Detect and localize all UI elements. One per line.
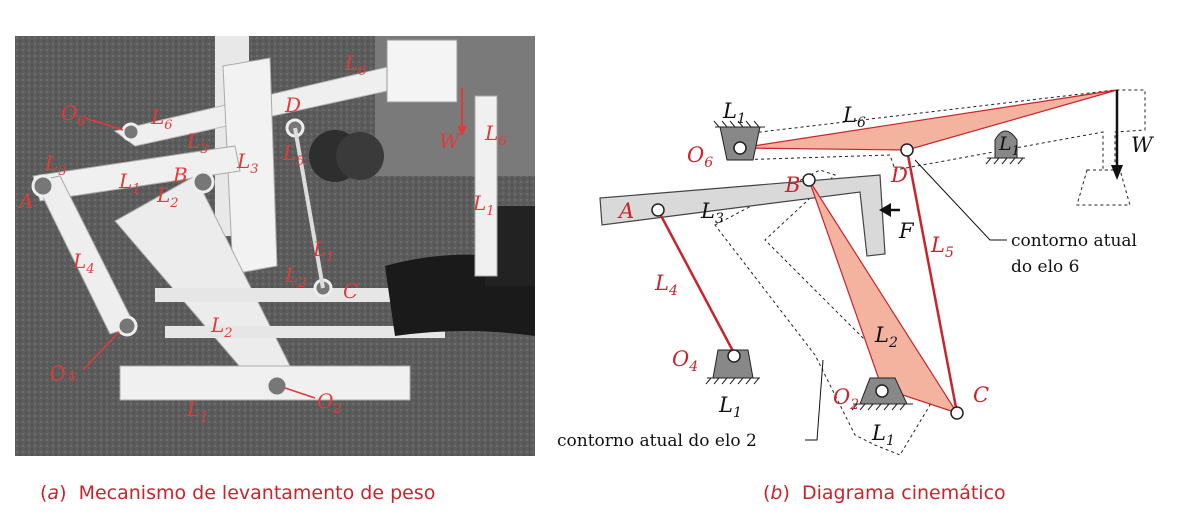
diagram-label-L1-b: L1 bbox=[871, 421, 895, 449]
photo-label-C: C bbox=[343, 279, 358, 303]
photo-label-L1-bottom: L1 bbox=[186, 397, 209, 425]
photo-label-L2-b: L2 bbox=[284, 263, 307, 291]
photo-label-L3-left: L3 bbox=[44, 151, 67, 179]
ground-O4 bbox=[705, 349, 760, 385]
link-6-actual-outline bbox=[734, 89, 1146, 171]
photo-label-L2-c: L2 bbox=[210, 313, 233, 341]
photo-label-L1-a: L1 bbox=[118, 169, 141, 197]
note-link-6-line1: contorno atual bbox=[1011, 231, 1137, 251]
photo-link-5-rod bbox=[293, 127, 325, 289]
caption-a-text: Mecanismo de levantamento de peso bbox=[78, 482, 436, 504]
link-5 bbox=[905, 149, 959, 414]
note-link-6-line2: do elo 6 bbox=[1011, 257, 1079, 277]
note-link-2: contorno atual do elo 2 bbox=[557, 431, 757, 451]
diagram-label-A: A bbox=[617, 199, 634, 223]
photo-pivot-B bbox=[191, 170, 215, 194]
photo-label-O2: O2 bbox=[317, 389, 342, 417]
photo-label-W: W bbox=[439, 129, 461, 153]
diagram-label-O2: O2 bbox=[833, 385, 859, 413]
photo-weight-plate bbox=[336, 132, 384, 180]
link-2-actual-outline bbox=[714, 169, 931, 456]
pivot-O4 bbox=[727, 349, 741, 363]
photo-label-L6-mid: L6 bbox=[150, 105, 173, 133]
caption-a: (a) Mecanismo de levantamento de peso bbox=[40, 482, 436, 504]
kinematic-diagram: L1 L6 O6 L1 W D B A L3 F L5 L4 L2 O4 L1 … bbox=[557, 89, 1155, 456]
photo-right-upright bbox=[474, 95, 498, 277]
photo-instruction-card bbox=[386, 39, 458, 103]
photo-weight-arrowhead bbox=[457, 126, 467, 136]
pivot-O2 bbox=[875, 384, 889, 398]
diagram-label-L3: L3 bbox=[700, 199, 724, 227]
photo-label-A: A bbox=[17, 189, 33, 213]
photo-label-L3-right: L3 bbox=[236, 149, 259, 177]
photo-label-L2-a: L2 bbox=[156, 183, 179, 211]
pivot-C bbox=[950, 406, 964, 420]
leader-link-6-note bbox=[914, 159, 1007, 241]
photo-label-L1-right: L1 bbox=[472, 191, 495, 219]
photo-pivot-O6 bbox=[121, 122, 141, 142]
photo-pivot-A bbox=[31, 174, 55, 198]
caption-b-letter: b bbox=[770, 482, 783, 504]
caption-a-letter: a bbox=[47, 482, 60, 504]
diagram-label-C: C bbox=[973, 383, 989, 407]
photo-base-rail bbox=[155, 288, 435, 302]
pivot-B bbox=[802, 173, 816, 187]
pivot-O6 bbox=[733, 141, 747, 155]
diagram-label-B: B bbox=[784, 173, 800, 197]
photo-label-L6-right: L6 bbox=[484, 121, 507, 149]
weight-bucket-outline bbox=[1076, 169, 1131, 206]
pivot-A bbox=[651, 203, 665, 217]
ground-right-support bbox=[985, 130, 1025, 165]
diagram-label-L2: L2 bbox=[874, 323, 898, 351]
pivot-D bbox=[900, 143, 914, 157]
photo-leader-O2 bbox=[284, 387, 316, 399]
photo-label-L4: L4 bbox=[72, 249, 95, 277]
diagram-label-D: D bbox=[890, 163, 908, 187]
photo-base-frame bbox=[119, 365, 411, 401]
photo-leader-O6 bbox=[84, 117, 124, 131]
photo-label-L5: L5 bbox=[282, 141, 305, 169]
photo-label-L1-c: L1 bbox=[312, 237, 335, 265]
link-2-body bbox=[808, 179, 959, 415]
diagram-label-L1-top: L1 bbox=[722, 99, 746, 127]
caption-b-text: Diagrama cinemático bbox=[801, 482, 1006, 504]
diagram-label-L1-bl: L1 bbox=[718, 393, 742, 421]
photo-leader-O4 bbox=[82, 331, 120, 371]
diagram-label-W: W bbox=[1131, 133, 1155, 157]
diagram-label-L6: L6 bbox=[842, 103, 866, 131]
caption-b: (b) Diagrama cinemático bbox=[763, 482, 1006, 504]
photo-base-rail bbox=[165, 326, 445, 338]
diagram-label-O4: O4 bbox=[672, 347, 698, 375]
link-4 bbox=[656, 209, 736, 354]
photo-label-B: B bbox=[172, 163, 188, 187]
photo-label-D: D bbox=[284, 93, 301, 117]
diagram-label-F: F bbox=[898, 219, 915, 243]
weight-force-arrowhead bbox=[1111, 165, 1123, 180]
diagram-label-L4: L4 bbox=[654, 271, 678, 299]
diagram-label-L1-right: L1 bbox=[998, 133, 1020, 159]
diagram-label-L5: L5 bbox=[930, 233, 954, 261]
force-F-arrowhead bbox=[879, 203, 891, 217]
photo-label-L6-top: L6 bbox=[344, 51, 367, 79]
link-6-body bbox=[739, 89, 1118, 151]
photo-label-L3-mid: L3 bbox=[186, 129, 209, 157]
photo-pivot-O2 bbox=[265, 374, 289, 398]
leader-link-2-note bbox=[805, 359, 824, 441]
photo-label-O6: O6 bbox=[61, 101, 86, 129]
photo-pivot-O4 bbox=[116, 315, 138, 337]
weight-lifting-machine-photo: O6 L6 L6 D W L6 L3 L3 L3 L5 L1 B L2 A L1… bbox=[15, 36, 535, 456]
diagram-label-O6: O6 bbox=[687, 143, 713, 171]
photo-link-3-column bbox=[222, 57, 278, 275]
